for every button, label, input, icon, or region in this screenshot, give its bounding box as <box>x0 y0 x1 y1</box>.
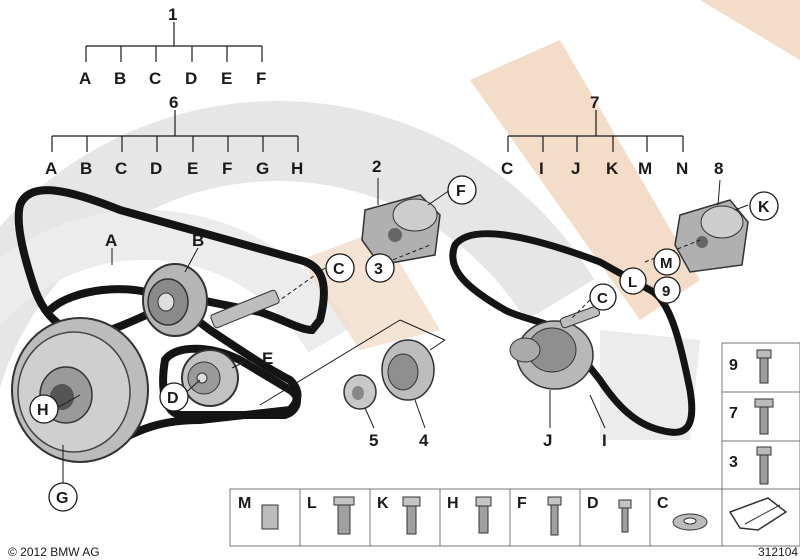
tree6-child: D <box>150 159 162 178</box>
tree6-child: A <box>45 159 57 178</box>
bottom-fastener-panel <box>229 488 800 547</box>
circled-callouts <box>29 175 779 512</box>
callout-J: J <box>543 431 552 450</box>
tree1-child: E <box>221 69 232 88</box>
callout-K-circle: K <box>758 199 770 216</box>
tree7-parent: 7 <box>590 93 599 112</box>
tree-6 <box>51 110 299 152</box>
tensioner-assembly <box>509 305 601 390</box>
tree6-child: B <box>80 159 92 178</box>
tree7-child: M <box>638 159 652 178</box>
tree7-child: I <box>539 159 544 178</box>
tree6-child: G <box>256 159 269 178</box>
diagram-code: 312104 <box>758 545 798 559</box>
bottom-panel-label: F <box>517 495 527 512</box>
callout-4: 4 <box>419 431 429 450</box>
idler-pulley <box>181 349 239 407</box>
bottom-panel-label: C <box>657 495 669 512</box>
callout-F-circle: F <box>456 183 466 200</box>
callout-9-circle: 9 <box>662 283 670 300</box>
right-fastener-panel <box>721 342 800 490</box>
tree7-child: C <box>501 159 513 178</box>
tree1-child: A <box>79 69 91 88</box>
callout-I: I <box>602 431 607 450</box>
tensioner-8 <box>674 199 749 273</box>
callout-B: B <box>192 231 204 250</box>
callout-2: 2 <box>372 157 381 176</box>
tree1-parent: 1 <box>168 5 177 24</box>
tree7-child: J <box>571 159 580 178</box>
cover-5 <box>343 374 377 410</box>
bottom-panel-label: D <box>587 495 599 512</box>
tree-1 <box>85 22 263 62</box>
callout-C2-circle: C <box>597 290 608 307</box>
callout-G-circle: G <box>56 490 68 507</box>
tree7-child: K <box>606 159 619 178</box>
tree6-child: H <box>291 159 303 178</box>
belt-7 <box>449 230 696 436</box>
tree6-parent: 6 <box>169 93 178 112</box>
tree6-child: F <box>222 159 232 178</box>
callout-A: A <box>105 231 117 250</box>
callout-D-circle: D <box>167 390 179 407</box>
tree6-child: E <box>187 159 198 178</box>
bottom-panel-label: K <box>377 495 389 512</box>
callout-L-circle: L <box>628 274 637 291</box>
callout-M-circle: M <box>660 255 673 272</box>
callout-H-circle: H <box>37 402 49 419</box>
callout-3-circle: 3 <box>374 261 383 278</box>
callout-5: 5 <box>369 431 378 450</box>
tree7-child: N <box>676 159 688 178</box>
right-panel-label: 9 <box>729 357 738 374</box>
pulley-4 <box>381 339 435 401</box>
crankshaft-pulley <box>11 317 149 463</box>
copyright: © 2012 BMW AG <box>8 545 100 559</box>
tree1-child: B <box>114 69 126 88</box>
tensioner-2 <box>361 194 441 266</box>
callout-8: 8 <box>714 159 723 178</box>
tensioner-pulley <box>142 263 208 337</box>
tree-7 <box>507 110 684 152</box>
bolt <box>210 289 280 329</box>
tree1-child: D <box>185 69 197 88</box>
right-panel-label: 7 <box>729 405 738 422</box>
right-panel-label: 3 <box>729 454 738 471</box>
tree6-child: C <box>115 159 127 178</box>
bottom-panel-label: H <box>447 495 459 512</box>
tree1-child: C <box>149 69 161 88</box>
callout-E: E <box>262 349 273 368</box>
bottom-panel-label: L <box>307 495 317 512</box>
tree1-child: F <box>256 69 266 88</box>
callout-C-circle: C <box>333 261 345 278</box>
bottom-panel-label: M <box>238 495 251 512</box>
